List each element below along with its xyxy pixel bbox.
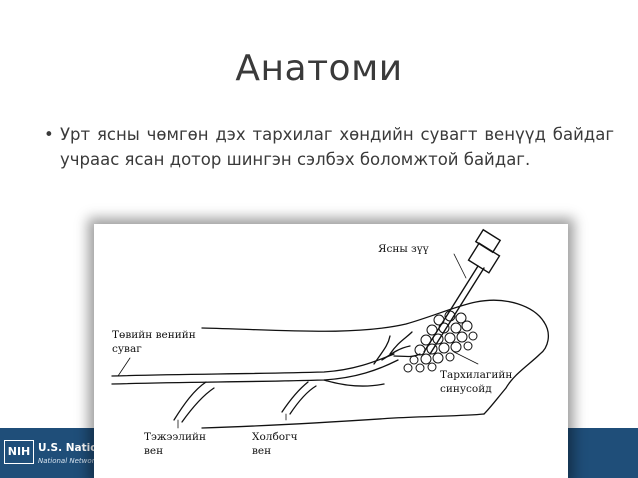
label-sinusoid: синусойд	[440, 383, 492, 395]
leader-line	[117, 357, 131, 377]
label-needle: Ясны зүү	[378, 243, 429, 255]
sinusoid-branch	[381, 345, 411, 361]
needle-shaft	[423, 265, 479, 353]
needle-cap	[474, 228, 502, 254]
leader-line	[453, 351, 479, 365]
sinusoid-branch	[389, 331, 413, 355]
nih-logo: NIH	[4, 440, 34, 464]
label-sinusoid: Тархилагийн	[440, 369, 512, 381]
label-connecting-vein: Холбогч	[252, 431, 298, 443]
bone-outline-upper	[201, 299, 545, 332]
label-central-canal: суваг	[112, 343, 142, 355]
central-vein	[111, 353, 395, 377]
leader-line	[453, 253, 467, 279]
label-nutrient-vein: вен	[144, 445, 163, 457]
central-vein-lower	[111, 359, 399, 385]
bullet-list: • Урт ясны чөмгөн дэх тархилаг хөндийн с…	[44, 122, 614, 172]
label-nutrient-vein: Тэжээлийн	[144, 431, 206, 443]
label-central-canal: Төвийн венийн	[112, 329, 196, 341]
sinusoid-branch	[323, 379, 385, 387]
connecting-vein	[281, 381, 309, 413]
bone-outline-end	[483, 321, 550, 415]
bone-diagram-figure: Ясны зүү Төвийн венийн суваг Тархилагийн…	[94, 224, 568, 478]
bullet-item: • Урт ясны чөмгөн дэх тархилаг хөндийн с…	[44, 122, 614, 172]
nutrient-vein	[173, 381, 207, 421]
slide-title: Анатоми	[235, 48, 403, 89]
bullet-dot-icon: •	[44, 125, 54, 144]
sinusoid-branch	[373, 335, 391, 365]
needle-shaft	[429, 267, 485, 355]
bone-outline-lower	[201, 413, 485, 429]
marrow-cluster	[403, 310, 478, 373]
label-connecting-vein: вен	[252, 445, 271, 457]
nutrient-vein	[181, 387, 215, 423]
connecting-vein	[289, 385, 317, 415]
bone-diagram: Ясны зүү Төвийн венийн суваг Тархилагийн…	[111, 228, 550, 457]
bullet-text: Урт ясны чөмгөн дэх тархилаг хөндийн сув…	[60, 125, 614, 169]
